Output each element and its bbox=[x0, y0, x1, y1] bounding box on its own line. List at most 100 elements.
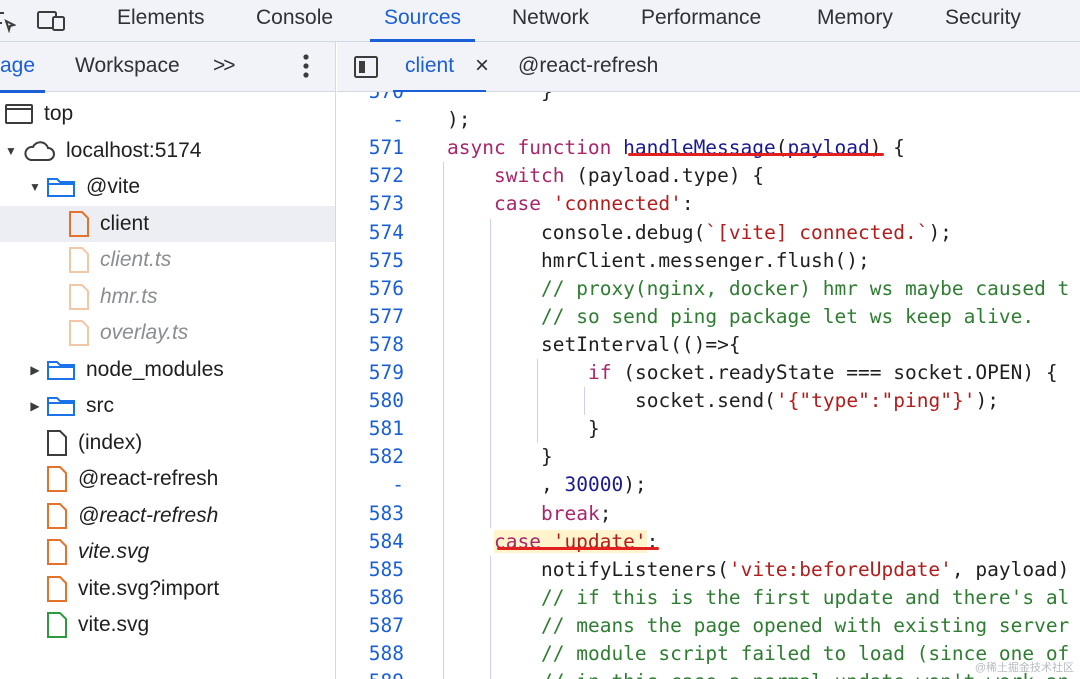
code-text: } bbox=[541, 92, 553, 106]
tree-item-label: client.ts bbox=[100, 248, 172, 272]
tree-item[interactable]: ▶src bbox=[0, 388, 335, 425]
code-text: // proxy(nginx, docker) hmr ws maybe cau… bbox=[541, 275, 1069, 303]
tab-performance[interactable]: Performance bbox=[641, 6, 762, 29]
tree-item[interactable]: client.ts bbox=[0, 242, 335, 279]
file-orange-icon bbox=[46, 502, 68, 530]
tab-console[interactable]: Console bbox=[256, 6, 334, 29]
line-number[interactable]: 585 bbox=[368, 557, 404, 581]
code-line: 575 hmrClient.messenger.flush(); bbox=[337, 247, 1080, 275]
code-token: ; bbox=[599, 501, 612, 525]
tab-security[interactable]: Security bbox=[945, 6, 1021, 29]
line-number[interactable]: 571 bbox=[368, 136, 404, 160]
code-line: 588 // module script failed to load (sinc… bbox=[337, 640, 1080, 668]
indent-guide bbox=[443, 162, 444, 679]
line-number[interactable]: 587 bbox=[368, 613, 404, 637]
code-token: hmrClient.messenger.flush(); bbox=[541, 248, 870, 272]
expand-arrow-down-icon[interactable]: ▼ bbox=[29, 180, 41, 195]
code-token: ); bbox=[928, 220, 952, 244]
line-number[interactable]: 588 bbox=[368, 642, 404, 665]
tree-item[interactable]: client bbox=[0, 205, 335, 242]
line-number[interactable]: 576 bbox=[368, 276, 404, 300]
file-orange-icon bbox=[46, 575, 68, 603]
code-text: // module script failed to load (since o… bbox=[541, 640, 1069, 668]
tree-item[interactable]: (index) bbox=[0, 425, 335, 462]
tab-memory[interactable]: Memory bbox=[817, 6, 893, 29]
folder-icon bbox=[46, 359, 76, 381]
expand-arrow-right-icon[interactable]: ▶ bbox=[30, 399, 40, 414]
line-number[interactable]: 574 bbox=[368, 220, 404, 244]
tree-item[interactable]: overlay.ts bbox=[0, 315, 335, 352]
line-number[interactable]: - bbox=[392, 108, 404, 132]
tree-item-label: @vite bbox=[86, 175, 140, 199]
tree-item[interactable]: top bbox=[0, 96, 335, 133]
code-token: } bbox=[541, 445, 553, 469]
code-text: } bbox=[541, 443, 553, 471]
tab-network[interactable]: Network bbox=[512, 6, 590, 29]
tab-page[interactable]: age bbox=[0, 42, 46, 93]
code-token: console.debug( bbox=[541, 220, 706, 244]
tree-item[interactable]: vite.svg bbox=[0, 607, 335, 644]
folder-icon bbox=[46, 176, 76, 198]
code-token: setInterval(()=>{ bbox=[541, 332, 741, 356]
close-tab-icon[interactable]: × bbox=[475, 52, 490, 79]
line-number[interactable]: 584 bbox=[368, 529, 404, 553]
line-number[interactable]: 578 bbox=[368, 332, 404, 356]
code-editor[interactable]: 570} -); 571 async function handleMessage(p… bbox=[337, 92, 1080, 679]
tree-item[interactable]: vite.svg?import bbox=[0, 571, 335, 608]
tree-item[interactable]: @react-refresh bbox=[0, 498, 335, 535]
code-token: ); bbox=[975, 389, 999, 413]
tab-workspace[interactable]: Workspace bbox=[75, 54, 180, 77]
more-tabs-button[interactable]: >> bbox=[213, 54, 235, 77]
more-options-icon[interactable] bbox=[296, 42, 316, 92]
tree-item-label: hmr.ts bbox=[100, 284, 158, 308]
device-toolbar-icon[interactable] bbox=[36, 0, 66, 42]
line-number[interactable]: 581 bbox=[368, 417, 404, 441]
tree-item[interactable]: hmr.ts bbox=[0, 279, 335, 316]
line-number[interactable]: 580 bbox=[368, 389, 404, 413]
file-faded-icon bbox=[68, 246, 90, 274]
tree-item[interactable]: vite.svg bbox=[0, 534, 335, 571]
code-line: 586// if this is the first update and th… bbox=[337, 584, 1080, 612]
tree-item[interactable]: ▼ @vite bbox=[0, 169, 335, 206]
line-number[interactable]: 575 bbox=[368, 248, 404, 272]
inspect-element-icon[interactable] bbox=[0, 0, 16, 42]
tab-elements[interactable]: Elements bbox=[117, 6, 205, 29]
code-token: if bbox=[588, 361, 612, 384]
tree-item[interactable]: ▼localhost:5174 bbox=[0, 133, 335, 170]
toggle-navigator-icon[interactable] bbox=[353, 55, 379, 79]
line-number[interactable]: 572 bbox=[368, 164, 404, 188]
code-text: async function handleMessage(payload) { bbox=[447, 134, 905, 162]
line-number[interactable]: 589 bbox=[337, 668, 404, 679]
line-number[interactable]: 586 bbox=[368, 585, 404, 609]
tree-item[interactable]: ▶node_modules bbox=[0, 352, 335, 389]
tab-sources[interactable]: Sources bbox=[369, 0, 476, 42]
code-text: console.debug(`[vite] connected.`); bbox=[541, 219, 952, 247]
tree-item-label: vite.svg bbox=[78, 613, 150, 637]
line-number[interactable]: 573 bbox=[368, 192, 404, 216]
code-token: // in this case a normal update won't wo… bbox=[541, 670, 1069, 679]
line-number[interactable]: 583 bbox=[368, 501, 404, 525]
editor-tab-react-refresh[interactable]: @react-refresh bbox=[518, 54, 659, 77]
devtools-panel-tabbar: Elements Console Sources Network Perform… bbox=[0, 0, 1080, 42]
code-token: } bbox=[541, 92, 553, 103]
line-number[interactable]: 577 bbox=[368, 304, 404, 328]
code-line: 574 console.debug(`[vite] connected.`); bbox=[337, 219, 1080, 247]
line-number[interactable]: 570 bbox=[337, 92, 404, 106]
tree-item-label: overlay.ts bbox=[100, 321, 189, 345]
code-token: switch bbox=[494, 164, 565, 188]
expand-arrow-right-icon[interactable]: ▶ bbox=[30, 362, 40, 377]
code-line: 577// so send ping package let ws keep a… bbox=[337, 303, 1080, 331]
tree-item[interactable]: @react-refresh bbox=[0, 461, 335, 498]
line-number[interactable]: - bbox=[392, 473, 404, 497]
editor-tab-client[interactable]: client bbox=[392, 42, 487, 93]
expand-arrow-down-icon[interactable]: ▼ bbox=[5, 143, 17, 158]
tree-item-label: top bbox=[44, 102, 74, 126]
code-token: ( bbox=[775, 136, 788, 160]
file-orange-icon bbox=[46, 538, 68, 566]
line-number[interactable]: 579 bbox=[368, 361, 404, 384]
line-number[interactable]: 582 bbox=[368, 445, 404, 469]
code-token: // means the page opened with existing s… bbox=[541, 613, 1070, 637]
